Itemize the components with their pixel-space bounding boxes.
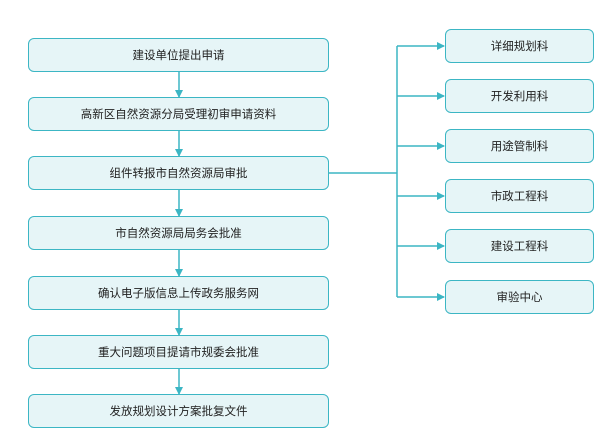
step-upload-to-government-portal: 确认电子版信息上传政务服务网 — [28, 276, 329, 310]
dept-construction-engineering: 建设工程科 — [445, 229, 594, 263]
step-submit-application: 建设单位提出申请 — [28, 38, 329, 72]
dept-use-control: 用途管制科 — [445, 129, 594, 163]
dept-inspection-center: 审验中心 — [445, 280, 594, 314]
step-issue-approval-document: 发放规划设计方案批复文件 — [28, 394, 329, 428]
step-forward-to-city-bureau: 组件转报市自然资源局审批 — [28, 156, 329, 190]
step-planning-committee-approval: 重大问题项目提请市规委会批准 — [28, 335, 329, 369]
step-district-initial-review: 高新区自然资源分局受理初审申请资料 — [28, 97, 329, 131]
dept-detailed-planning: 详细规划科 — [445, 29, 594, 63]
step-bureau-meeting-approval: 市自然资源局局务会批准 — [28, 216, 329, 250]
dept-municipal-engineering: 市政工程科 — [445, 179, 594, 213]
dept-development-utilization: 开发利用科 — [445, 79, 594, 113]
